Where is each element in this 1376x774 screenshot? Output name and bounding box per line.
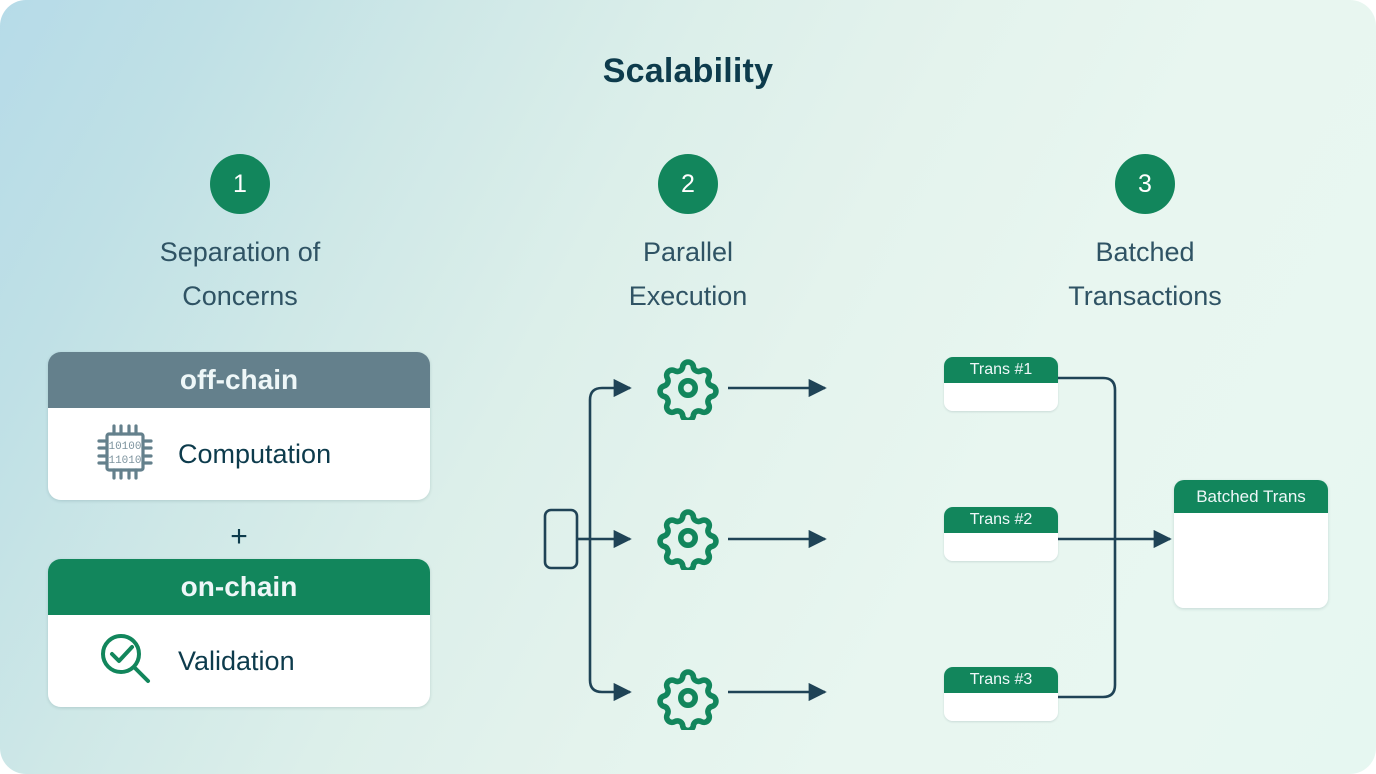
transaction-card: Trans #2	[944, 507, 1058, 561]
transaction-card: Trans #3	[944, 667, 1058, 721]
on-chain-card-header: on-chain	[48, 559, 430, 615]
batched-transaction-card: Batched Trans	[1174, 480, 1328, 608]
column-header-parallel-execution: 2 Parallel Execution	[538, 154, 838, 318]
step-number-badge-1: 1	[210, 154, 270, 214]
column-title-3: Batched Transactions	[1068, 237, 1222, 311]
on-chain-card: on-chain Validation	[48, 559, 430, 707]
chip-binary-top: 10100	[108, 441, 141, 453]
off-chain-card-header: off-chain	[48, 352, 430, 408]
batched-transaction-body	[1174, 513, 1328, 608]
batched-transaction-label: Batched Trans	[1174, 480, 1328, 513]
plus-operator: +	[230, 520, 248, 553]
parallel-source-block	[543, 508, 579, 570]
off-chain-card: off-chain	[48, 352, 430, 500]
column-header-separation-of-concerns: 1 Separation of Concerns	[90, 154, 390, 318]
on-chain-item-label: Validation	[178, 645, 295, 676]
transaction-card-label: Trans #3	[944, 667, 1058, 693]
transaction-card: Trans #1	[944, 357, 1058, 411]
column-title-2: Parallel Execution	[628, 237, 748, 311]
gear-icon	[656, 356, 720, 424]
off-chain-card-body: 10100 11010 Computation	[48, 408, 430, 500]
transaction-card-body	[944, 693, 1058, 721]
gear-icon	[656, 666, 720, 734]
column-title-1: Separation of Concerns	[159, 237, 321, 311]
cpu-chip-icon: 10100 11010	[94, 421, 156, 488]
magnifier-check-icon	[94, 628, 156, 695]
column-header-batched-transactions: 3 Batched Transactions	[995, 154, 1295, 318]
transaction-card-label: Trans #1	[944, 357, 1058, 383]
parallel-execution-connectors	[543, 378, 827, 702]
transaction-card-body	[944, 383, 1058, 411]
gear-icon	[656, 506, 720, 574]
page-title: Scalability	[602, 52, 774, 90]
transaction-card-label: Trans #2	[944, 507, 1058, 533]
transaction-card-body	[944, 533, 1058, 561]
on-chain-card-body: Validation	[48, 615, 430, 707]
batched-transactions-connectors	[1057, 376, 1172, 699]
chip-binary-bottom: 11010	[108, 455, 141, 467]
step-number-badge-3: 3	[1115, 154, 1175, 214]
step-number-badge-2: 2	[658, 154, 718, 214]
off-chain-item-label: Computation	[178, 438, 332, 469]
